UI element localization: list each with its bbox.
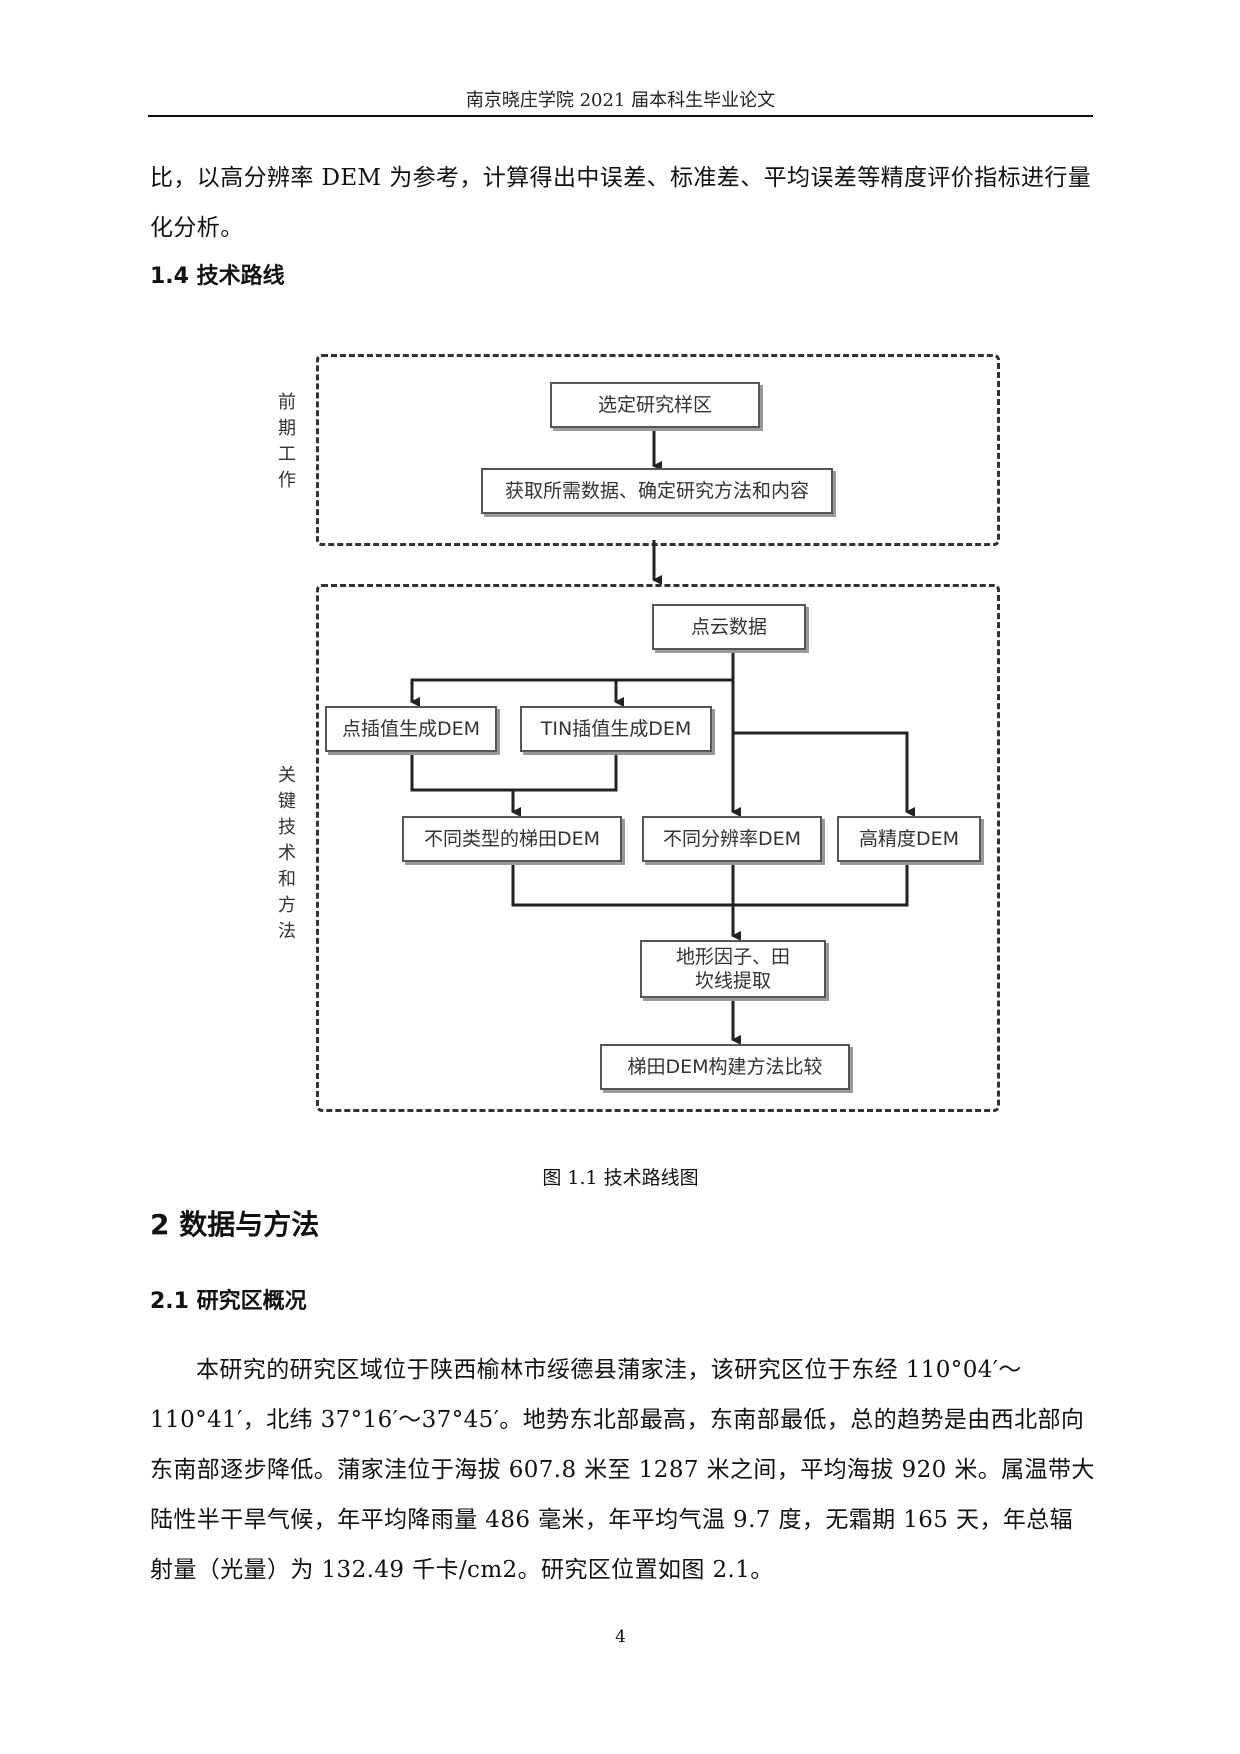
running-header: 南京晓庄学院 2021 届本科生毕业论文 [465, 90, 776, 111]
node-compare-methods: 梯田DEM构建方法比较 [600, 1044, 850, 1090]
paragraph-study-area: 本研究的研究区域位于陕西榆林市绥德县蒲家洼，该研究区位于东经 110°04′～1… [150, 1357, 1095, 1583]
page-number: 4 [615, 1627, 626, 1647]
group-label-key-methods: 关键技术和方法 [278, 765, 296, 942]
section-heading-1-4: 1.4 技术路线 [150, 264, 285, 289]
node-point-cloud: 点云数据 [652, 604, 806, 650]
node-high-precision: 高精度DEM [837, 816, 981, 862]
group-label-preliminary: 前期工作 [278, 392, 296, 491]
figure-caption: 图 1.1 技术路线图 [542, 1167, 699, 1189]
chapter-heading-2: 2 数据与方法 [150, 1208, 320, 1241]
header-rule [148, 115, 1093, 117]
node-point-interpolation: 点插值生成DEM [325, 706, 497, 752]
node-resolutions: 不同分辨率DEM [642, 816, 822, 862]
node-select-sample-area: 选定研究样区 [550, 382, 760, 428]
node-acquire-data: 获取所需数据、确定研究方法和内容 [481, 468, 833, 514]
section-heading-2-1: 2.1 研究区概况 [150, 1289, 307, 1314]
node-tin-interpolation: TIN插值生成DEM [520, 706, 712, 752]
node-terrain-factors: 地形因子、田坎线提取 [640, 940, 826, 998]
group-key-methods [316, 584, 1000, 1112]
node-terrace-types: 不同类型的梯田DEM [402, 816, 622, 862]
group-preliminary-work [316, 354, 1000, 546]
paragraph-intro-continued: 比，以高分辨率 DEM 为参考，计算得出中误差、标准差、平均误差等精度评价指标进… [150, 165, 1092, 241]
